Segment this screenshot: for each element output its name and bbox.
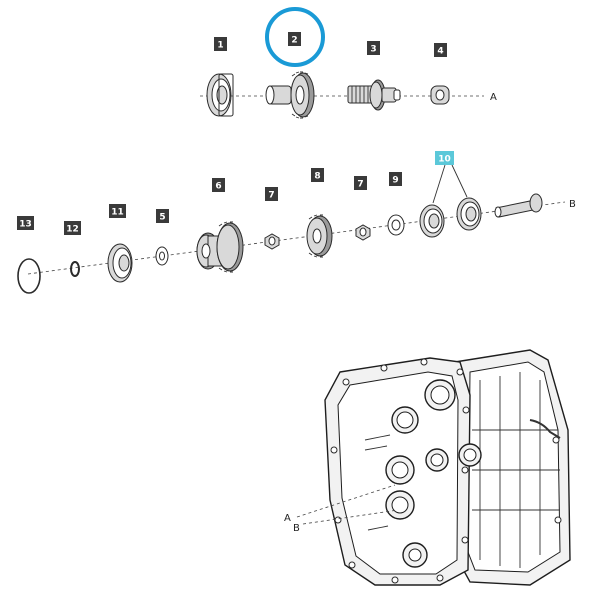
part-4-washer[interactable] [430, 85, 450, 105]
axis-label-b-mid: B [569, 199, 576, 210]
middle-row: B [17, 164, 576, 294]
leader-housing-a [296, 484, 396, 518]
part-7-nut-b[interactable] [355, 224, 371, 241]
callout-7b-label: 7 [357, 180, 363, 190]
callout-7a: 7 [265, 187, 278, 201]
part-10-bearing-right[interactable] [456, 197, 482, 231]
callout-7a-label: 7 [268, 191, 274, 201]
callout-3-label: 3 [370, 45, 376, 55]
leader-housing-b [302, 509, 399, 525]
part-5-washer[interactable] [155, 246, 169, 266]
callout-2-label: 2 [291, 36, 297, 46]
callout-10-label: 10 [438, 155, 451, 165]
part-7-nut-a[interactable] [264, 233, 280, 250]
axis-label-a-top: A [490, 92, 497, 103]
part-12-snap-ring[interactable] [70, 261, 80, 277]
part-9-washer[interactable] [387, 214, 405, 236]
part-2-gear[interactable] [265, 71, 315, 119]
flange-bolt-holes [330, 358, 562, 584]
callout-6-label: 6 [215, 182, 221, 192]
leader-10-left [432, 164, 446, 204]
callout-9: 9 [389, 172, 402, 186]
callout-13: 13 [17, 216, 34, 230]
callout-4: 4 [434, 43, 447, 57]
pin-shaft[interactable] [494, 193, 543, 218]
part-3-shaft[interactable] [347, 79, 401, 111]
callout-5: 5 [156, 209, 169, 223]
part-10-bearing-left[interactable] [419, 204, 445, 238]
callout-4-label: 4 [437, 47, 443, 57]
leader-10-right [451, 164, 468, 198]
callout-1-label: 1 [217, 41, 223, 51]
part-1-bearing[interactable] [206, 73, 234, 117]
transmission-housing[interactable] [324, 349, 571, 586]
callout-11-label: 11 [111, 208, 124, 218]
callout-3: 3 [367, 41, 380, 55]
callout-12: 12 [64, 221, 81, 235]
part-8-gear[interactable] [306, 214, 333, 258]
axis-label-b-housing: B [293, 523, 300, 534]
callout-11: 11 [109, 204, 126, 218]
axis-label-a-housing: A [284, 513, 291, 524]
callout-8: 8 [311, 168, 324, 182]
callout-1: 1 [214, 37, 227, 51]
part-6-double-gear[interactable] [196, 221, 244, 273]
callout-12-label: 12 [66, 225, 79, 235]
part-13-ring[interactable] [17, 258, 41, 294]
callout-6: 6 [212, 178, 225, 192]
highlight-ring [265, 7, 325, 67]
top-row: A [200, 71, 497, 119]
housing-bores [385, 379, 482, 568]
callout-2: 2 [288, 32, 301, 46]
callout-8-label: 8 [314, 172, 320, 182]
callout-10: 10 [435, 151, 454, 165]
callout-9-label: 9 [392, 176, 398, 186]
part-11-bearing[interactable] [107, 243, 133, 283]
callout-5-label: 5 [159, 213, 165, 223]
callout-7b: 7 [354, 176, 367, 190]
callout-13-label: 13 [19, 220, 32, 230]
